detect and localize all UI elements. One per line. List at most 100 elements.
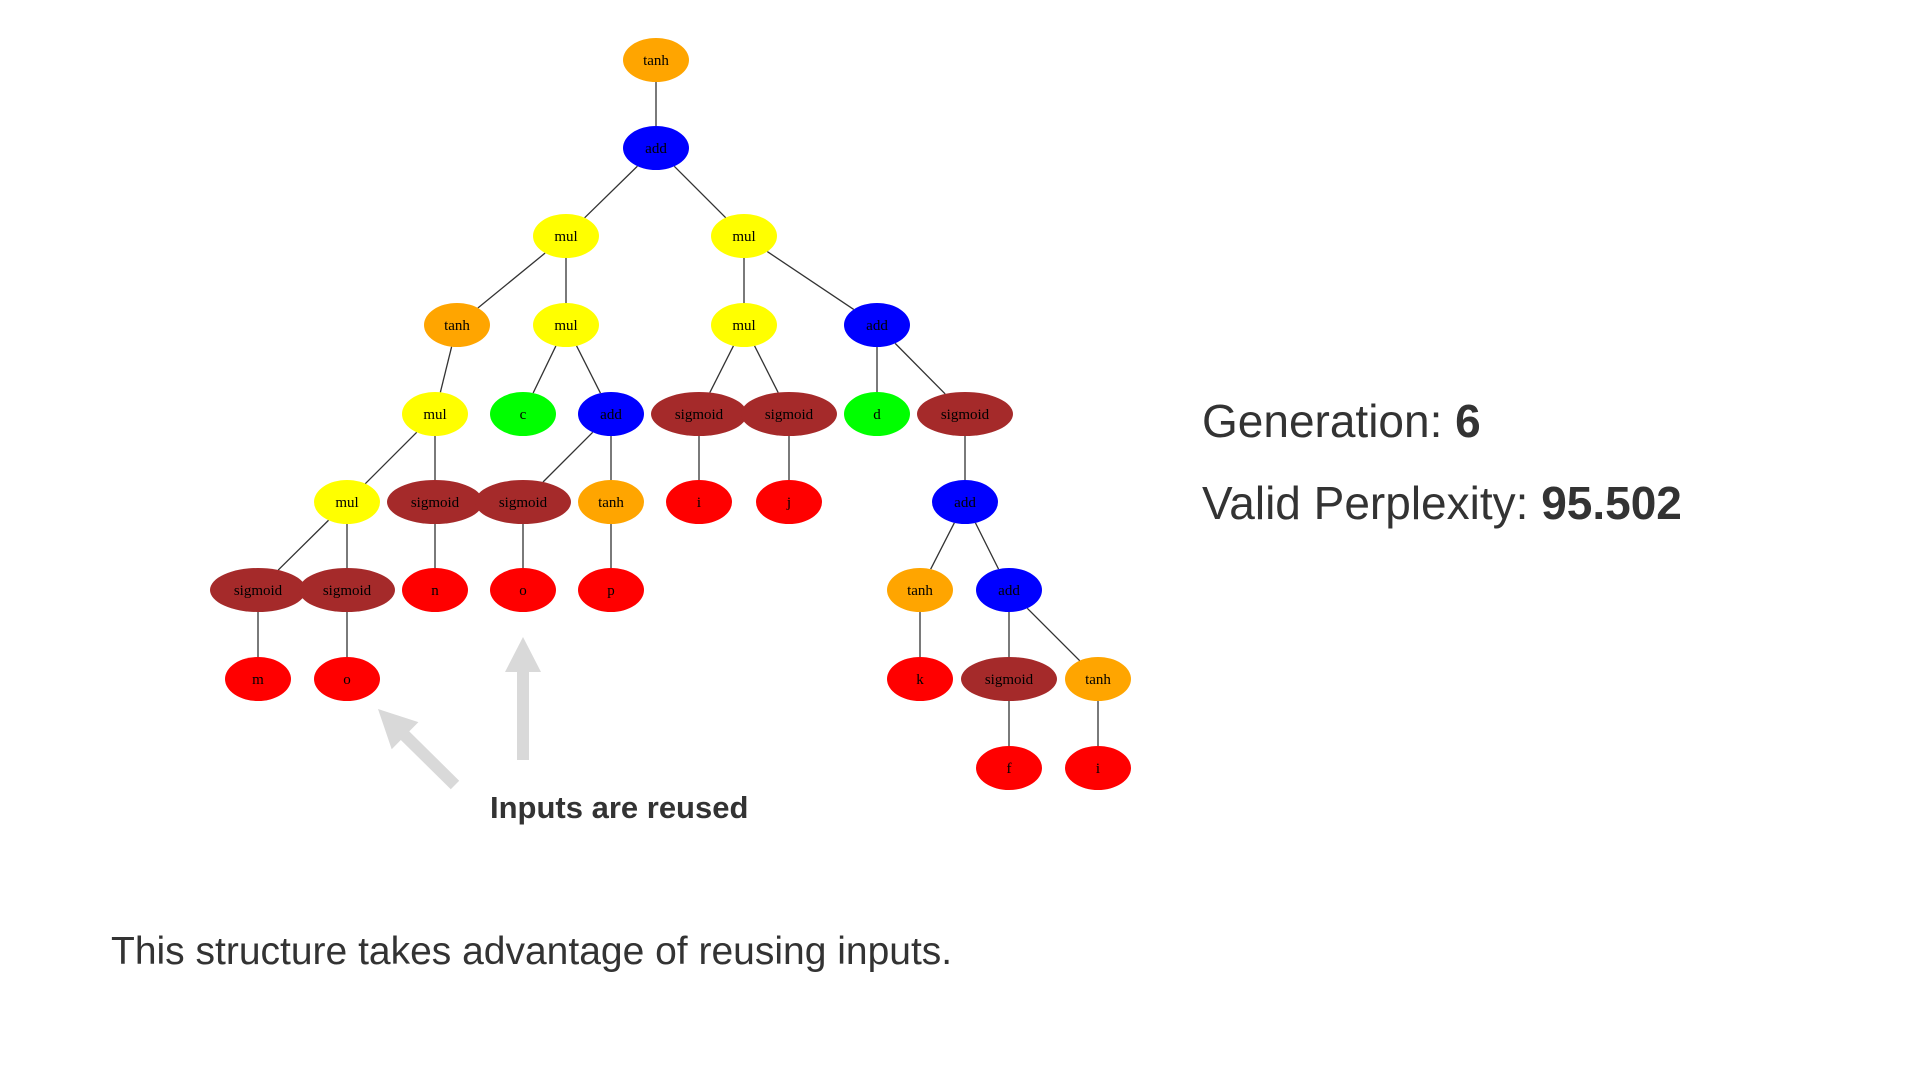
tree-edge <box>575 345 602 394</box>
tree-node-o: o <box>314 657 380 701</box>
tree-node-p: p <box>578 568 644 612</box>
node-label: sigmoid <box>985 672 1034 688</box>
node-ellipse <box>887 657 953 701</box>
node-label: tanh <box>598 495 624 511</box>
node-ellipse <box>976 746 1042 790</box>
node-ellipse <box>1065 746 1131 790</box>
reuse-arrows <box>378 637 541 790</box>
tree-node-tanh: tanh <box>424 303 490 347</box>
tree-node-add: add <box>932 480 998 524</box>
node-ellipse <box>756 480 822 524</box>
tree-node-tanh: tanh <box>887 568 953 612</box>
node-label: f <box>1007 761 1012 777</box>
node-label: j <box>786 495 791 511</box>
tree-node-o: o <box>490 568 556 612</box>
node-label: c <box>520 407 527 423</box>
node-label: mul <box>732 318 755 334</box>
tree-node-d: d <box>844 392 910 436</box>
tree-node-sigmoid: sigmoid <box>387 480 483 524</box>
node-label: tanh <box>907 583 933 599</box>
tree-nodes: tanh add mul mul tanh mul mul add mul c add sigmoid… <box>210 38 1131 790</box>
node-label: sigmoid <box>765 407 814 423</box>
node-ellipse <box>844 392 910 436</box>
tree-node-sigmoid: sigmoid <box>961 657 1057 701</box>
node-ellipse <box>961 657 1057 701</box>
tree-edge <box>930 522 955 570</box>
node-ellipse <box>225 657 291 701</box>
node-label: o <box>519 583 527 599</box>
node-label: tanh <box>1085 672 1111 688</box>
node-label: sigmoid <box>411 495 460 511</box>
node-ellipse <box>711 214 777 258</box>
node-label: mul <box>554 229 577 245</box>
tree-edge <box>974 522 1000 570</box>
node-label: mul <box>335 495 358 511</box>
node-label: add <box>866 318 888 334</box>
node-ellipse <box>578 480 644 524</box>
tree-node-mul: mul <box>711 303 777 347</box>
tree-node-add: add <box>578 392 644 436</box>
node-label: m <box>252 672 264 688</box>
node-label: tanh <box>444 318 470 334</box>
node-ellipse <box>490 568 556 612</box>
tree-edge <box>477 252 546 309</box>
tree-edge <box>753 345 779 393</box>
perplexity-label: Valid Perplexity: <box>1202 477 1542 529</box>
tree-node-n: n <box>402 568 468 612</box>
tree-node-add: add <box>844 303 910 347</box>
tree-edge <box>766 251 855 310</box>
node-ellipse <box>402 568 468 612</box>
node-ellipse <box>314 480 380 524</box>
tree-edge <box>364 431 418 485</box>
node-ellipse <box>917 392 1013 436</box>
node-label: i <box>697 495 701 511</box>
node-label: add <box>600 407 622 423</box>
tree-node-tanh: tanh <box>578 480 644 524</box>
node-ellipse <box>932 480 998 524</box>
tree-edge <box>584 165 638 219</box>
tree-edge <box>673 165 727 219</box>
node-ellipse <box>299 568 395 612</box>
node-label: o <box>343 672 351 688</box>
node-ellipse <box>623 38 689 82</box>
generation-value: 6 <box>1455 395 1481 447</box>
tree-edge <box>532 345 557 394</box>
node-ellipse <box>490 392 556 436</box>
node-label: mul <box>554 318 577 334</box>
generation-line: Generation: 6 <box>1202 380 1682 462</box>
node-ellipse <box>533 214 599 258</box>
tree-node-sigmoid: sigmoid <box>210 568 306 612</box>
node-ellipse <box>887 568 953 612</box>
tree-edge <box>277 519 330 571</box>
tree-node-mul: mul <box>533 214 599 258</box>
node-ellipse <box>533 303 599 347</box>
node-label: sigmoid <box>323 583 372 599</box>
tree-node-k: k <box>887 657 953 701</box>
tree-edge <box>709 345 735 393</box>
tree-node-sigmoid: sigmoid <box>651 392 747 436</box>
node-ellipse <box>402 392 468 436</box>
node-ellipse <box>210 568 306 612</box>
node-ellipse <box>666 480 732 524</box>
tree-node-i: i <box>1065 746 1131 790</box>
tree-node-j: j <box>756 480 822 524</box>
node-label: sigmoid <box>234 583 283 599</box>
generation-label: Generation: <box>1202 395 1456 447</box>
tree-edge <box>894 342 946 395</box>
node-ellipse <box>711 303 777 347</box>
tree-edge <box>1026 607 1081 662</box>
tree-edges <box>257 82 1099 746</box>
node-ellipse <box>976 568 1042 612</box>
vertical-arrow-icon <box>505 637 541 760</box>
tree-node-i: i <box>666 480 732 524</box>
node-label: add <box>998 583 1020 599</box>
node-ellipse <box>475 480 571 524</box>
node-ellipse <box>741 392 837 436</box>
diagonal-arrow-icon <box>378 709 460 790</box>
node-label: d <box>873 407 881 423</box>
tree-node-c: c <box>490 392 556 436</box>
node-label: p <box>607 583 615 599</box>
node-label: tanh <box>643 53 669 69</box>
node-ellipse <box>578 392 644 436</box>
node-label: mul <box>732 229 755 245</box>
